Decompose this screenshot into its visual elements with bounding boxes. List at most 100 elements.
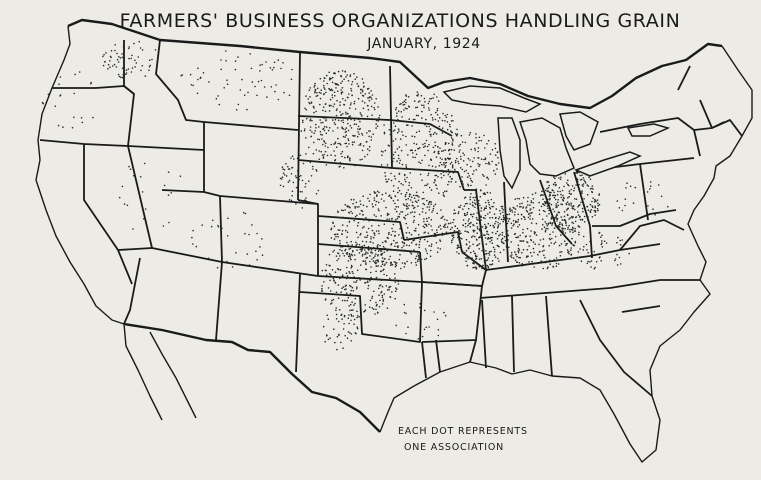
- association-dot: [507, 220, 510, 222]
- association-dot: [103, 53, 105, 56]
- association-dot: [542, 187, 545, 190]
- association-dot: [546, 181, 549, 184]
- association-dot: [544, 261, 547, 264]
- association-dot: [560, 176, 562, 179]
- association-dot: [593, 267, 596, 270]
- association-dot: [405, 164, 407, 166]
- association-dot: [326, 335, 328, 337]
- association-dot: [392, 130, 395, 132]
- association-dot: [421, 110, 423, 113]
- association-dot: [338, 333, 340, 336]
- association-dot: [423, 104, 425, 107]
- association-dot: [345, 252, 348, 254]
- association-dot: [517, 221, 519, 223]
- association-dot: [570, 204, 572, 206]
- association-dot: [472, 262, 474, 264]
- association-dot: [624, 198, 627, 200]
- association-dot: [334, 159, 336, 162]
- association-dot: [592, 197, 594, 199]
- association-dot: [378, 305, 381, 308]
- association-dot: [370, 136, 373, 138]
- association-dot: [459, 206, 461, 209]
- association-dot: [340, 82, 342, 84]
- association-dot: [416, 201, 418, 203]
- association-dot: [547, 181, 550, 183]
- association-dot: [587, 252, 589, 254]
- association-dot: [354, 108, 357, 110]
- association-dot: [514, 208, 517, 210]
- association-dot: [458, 151, 461, 153]
- association-dot: [551, 224, 553, 226]
- association-dot: [305, 197, 307, 199]
- association-dot: [549, 197, 551, 200]
- association-dot: [394, 138, 397, 140]
- association-dot: [461, 252, 464, 254]
- association-dot: [321, 285, 323, 287]
- association-dot: [143, 162, 146, 165]
- association-dot: [353, 318, 356, 321]
- association-dot: [419, 100, 421, 102]
- association-dot: [585, 174, 588, 176]
- association-dot: [344, 299, 346, 302]
- association-dot: [391, 263, 394, 266]
- association-dot: [342, 216, 345, 219]
- association-dot: [454, 159, 457, 162]
- association-dot: [419, 173, 422, 176]
- association-dot: [57, 124, 60, 127]
- association-dot: [386, 249, 389, 252]
- association-dot: [510, 251, 513, 254]
- association-dot: [339, 101, 341, 103]
- association-dot: [398, 146, 401, 148]
- association-dot: [465, 169, 468, 172]
- association-dot: [418, 243, 421, 246]
- association-dot: [189, 73, 192, 76]
- association-dot: [521, 202, 523, 205]
- association-dot: [254, 85, 256, 88]
- association-dot: [443, 174, 445, 177]
- association-dot: [581, 207, 584, 210]
- association-dot: [587, 209, 590, 211]
- association-dot: [457, 212, 460, 215]
- association-dot: [359, 279, 362, 281]
- association-dot: [494, 222, 496, 225]
- association-dot: [383, 293, 386, 295]
- association-dot: [462, 219, 465, 221]
- association-dot: [330, 77, 332, 80]
- gulf-of-california: [149, 331, 197, 419]
- association-dot: [428, 245, 431, 247]
- association-dot: [431, 211, 433, 213]
- association-dot: [496, 168, 498, 170]
- association-dot: [489, 263, 491, 266]
- association-dot: [323, 117, 325, 119]
- association-dot: [480, 232, 482, 235]
- association-dot: [392, 140, 395, 142]
- association-dot: [423, 220, 425, 223]
- association-dot: [583, 221, 586, 223]
- association-dot: [341, 299, 344, 302]
- association-dot: [381, 260, 383, 263]
- association-dot: [315, 123, 317, 126]
- association-dot: [463, 170, 466, 173]
- association-dot: [535, 262, 538, 265]
- association-dot: [487, 237, 489, 240]
- association-dot: [382, 298, 385, 301]
- association-dot: [532, 241, 535, 243]
- association-dot: [375, 123, 378, 125]
- association-dot: [539, 194, 542, 197]
- association-dot: [351, 286, 354, 289]
- association-dot: [555, 265, 558, 268]
- association-dot: [474, 147, 476, 150]
- association-dot: [408, 232, 411, 234]
- association-dot: [414, 121, 416, 124]
- association-dot: [475, 262, 478, 265]
- association-dot: [467, 220, 470, 222]
- association-dot: [460, 134, 463, 137]
- association-dot: [525, 209, 528, 212]
- association-dot: [305, 153, 307, 155]
- association-dot: [473, 262, 475, 264]
- association-dot: [366, 205, 368, 208]
- country-outline: [35, 18, 753, 463]
- association-dot: [350, 253, 353, 256]
- association-dot: [398, 157, 400, 160]
